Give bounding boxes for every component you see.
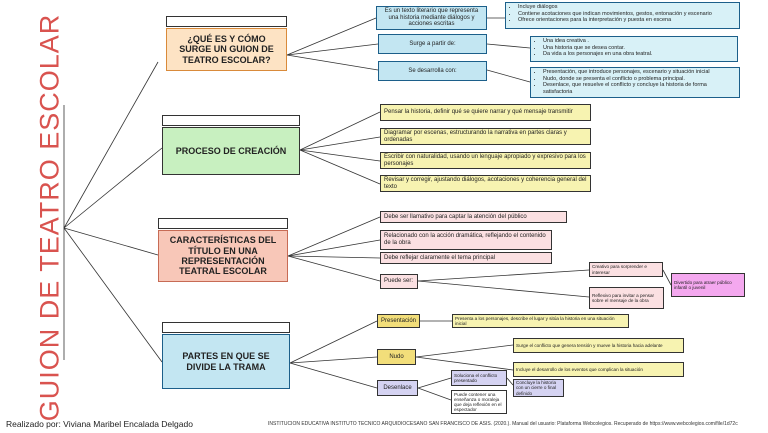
s1-header-blank: [166, 16, 287, 27]
s1-topic: ¿QUÉ ES Y CÓMO SURGE UN GUION DE TEATRO …: [166, 28, 287, 71]
s3-puede: Puede ser:: [380, 274, 418, 289]
s4-nudo-desc-2: Incluye el desarrollo de los eventos que…: [513, 362, 684, 377]
s4-desenlace-3: Puede contener una enseñanza o moraleja …: [451, 390, 507, 414]
s3-item-3: Debe reflejar claramente el tema princip…: [380, 252, 552, 264]
s4-nudo: Nudo: [377, 349, 416, 365]
s3-item-1: Debe ser llamativo para captar la atenci…: [380, 211, 567, 223]
s3-creativo: Creativo para sorprender e interesar: [589, 262, 663, 277]
s2-topic: PROCESO DE CREACIÓN: [162, 127, 300, 175]
s4-presentacion-desc: Presenta a los personajes, describe el l…: [452, 314, 629, 328]
s4-topic: PARTES EN QUE SE DIVIDE LA TRAMA: [162, 334, 290, 389]
main-title: GUION DE TEATRO ESCOLAR: [34, 13, 65, 422]
author-credit: Realizado por: Viviana Maribel Encalada …: [6, 419, 193, 429]
s3-reflexivo: Reflexivo para invitar a pensar sobre el…: [589, 287, 664, 309]
s1-desarrolla-list: Presentación, que introduce personajes, …: [530, 67, 740, 98]
s4-desenlace-2: Concluye la historia con un cierre o fin…: [513, 379, 564, 397]
s1-desarrolla: Se desarrolla con:: [378, 61, 487, 81]
s2-step-1: Pensar la historia, definir qué se quier…: [380, 104, 591, 121]
s3-divertido: Divertido para atraer público infantil o…: [671, 273, 745, 297]
s2-step-4: Revisar y corregir, ajustando diálogos, …: [380, 175, 591, 192]
s4-presentacion: Presentación: [377, 314, 420, 328]
s4-desenlace-1: Soluciona el conflicto presentado: [451, 370, 507, 386]
s1-surge: Surge a partir de:: [378, 34, 487, 54]
s4-desenlace: Desenlace: [377, 380, 418, 396]
s3-header-blank: [158, 218, 288, 229]
s1-definition-list: Incluye diálogos Contiene acotaciones qu…: [505, 2, 740, 29]
s4-header-blank: [162, 322, 290, 333]
s1-definition: Es un texto literario que representa una…: [376, 6, 487, 30]
reference-citation: INSTITUCIÓN EDUCATIVA INSTITUTO TÉCNICO …: [268, 421, 738, 427]
s1-surge-list: Una idea creativa . Una historia que se …: [530, 36, 738, 62]
s3-item-2: Relacionado con la acción dramática, ref…: [380, 230, 552, 250]
s4-nudo-desc-1: Surge el conflicto que genera tensión y …: [513, 338, 684, 353]
s3-topic: CARACTERÍSTICAS DEL TÍTULO EN UNA REPRES…: [158, 230, 288, 282]
s2-header-blank: [162, 115, 300, 126]
s2-step-2: Diagramar por escenas, estructurando la …: [380, 128, 591, 145]
s2-step-3: Escribir con naturalidad, usando un leng…: [380, 152, 591, 169]
